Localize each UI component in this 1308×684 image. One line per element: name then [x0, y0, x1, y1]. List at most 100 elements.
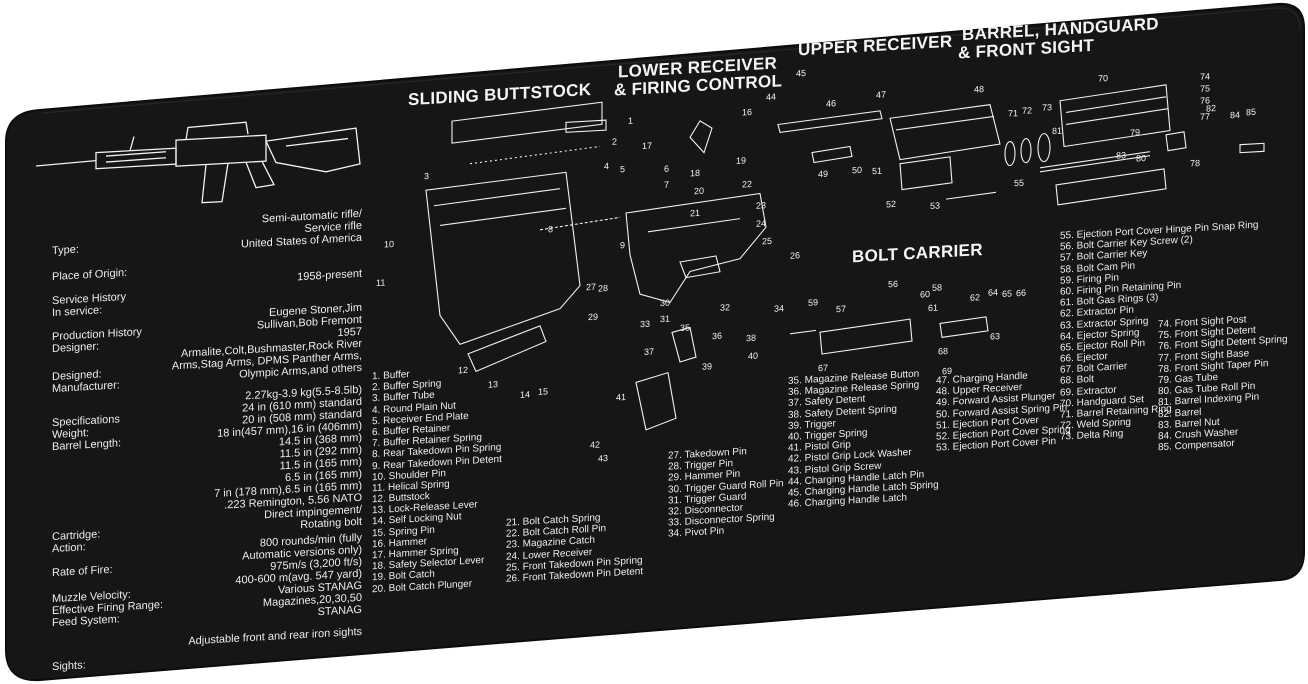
callout-27: 27 [586, 281, 597, 293]
callout-64: 64 [988, 287, 999, 298]
ejection-port-cover-part [900, 157, 952, 190]
callout-17: 17 [642, 140, 653, 152]
callout-6: 6 [664, 163, 670, 174]
callout-58: 58 [932, 282, 943, 293]
pistol-grip-part [636, 372, 676, 430]
callout-34: 34 [774, 303, 785, 314]
callout-33: 33 [640, 318, 651, 330]
callout-11: 11 [376, 277, 386, 288]
callout-49: 49 [818, 168, 829, 180]
callout-46: 46 [826, 98, 837, 109]
lower-receiver-part [626, 193, 766, 305]
handguard-part [1060, 85, 1170, 147]
callout-10: 10 [384, 238, 395, 250]
callout-2: 2 [612, 136, 618, 147]
callout-25: 25 [762, 235, 773, 247]
callout-69: 69 [942, 365, 953, 377]
callout-71: 71 [1008, 108, 1019, 119]
callout-31: 31 [660, 313, 671, 325]
callout-26: 26 [790, 250, 801, 261]
callout-43: 43 [598, 453, 609, 464]
upper-receiver-part [890, 104, 1000, 160]
callout-73: 73 [1042, 102, 1053, 113]
handguard-lower-part [1056, 169, 1166, 205]
callout-79: 79 [1130, 127, 1141, 138]
callout-12: 12 [458, 364, 469, 376]
callout-13: 13 [488, 379, 499, 390]
callout-24: 24 [756, 218, 767, 229]
callout-60: 60 [920, 289, 931, 300]
callout-51: 51 [872, 165, 883, 177]
callout-45: 45 [796, 67, 807, 79]
callout-7: 7 [664, 179, 670, 190]
callout-55: 55 [1014, 177, 1025, 189]
callout-68: 68 [938, 345, 949, 357]
callout-38: 38 [746, 332, 757, 344]
callout-21: 21 [690, 207, 701, 219]
callout-28: 28 [598, 283, 609, 294]
callout-77: 77 [1200, 111, 1211, 122]
barrel-part [1040, 152, 1150, 168]
bolt-carrier-part [820, 319, 912, 354]
callout-52: 52 [886, 198, 897, 210]
firing-pin-part [790, 330, 816, 333]
callout-47: 47 [876, 89, 887, 101]
callout-15: 15 [538, 386, 549, 397]
callout-62: 62 [970, 292, 981, 303]
callout-14: 14 [520, 389, 531, 400]
callout-16: 16 [742, 106, 753, 118]
callout-44: 44 [766, 91, 777, 103]
callout-63: 63 [990, 331, 1001, 342]
callout-74: 74 [1200, 71, 1211, 82]
callout-85: 85 [1246, 106, 1257, 118]
callout-48: 48 [974, 83, 985, 95]
callout-30: 30 [660, 297, 671, 309]
buffer-tube-part [452, 102, 602, 143]
callout-70: 70 [1098, 73, 1109, 84]
callout-82: 82 [1206, 103, 1217, 114]
callout-67: 67 [818, 362, 829, 374]
callout-81: 81 [1052, 125, 1063, 137]
callout-35: 35 [680, 322, 691, 333]
trigger-part [672, 327, 696, 362]
callout-78: 78 [1190, 157, 1201, 169]
front-sight-part [1166, 132, 1186, 151]
hammer-part [690, 120, 712, 153]
callout-80: 80 [1136, 152, 1147, 164]
bolt-part [940, 317, 988, 338]
callout-29: 29 [588, 311, 599, 323]
compensator-part [1240, 143, 1264, 152]
callout-1: 1 [628, 115, 634, 126]
callout-36: 36 [712, 330, 723, 342]
callout-59: 59 [808, 297, 819, 308]
callout-3: 3 [424, 171, 430, 182]
buttstock-part [426, 172, 580, 347]
callout-84: 84 [1230, 109, 1241, 121]
charging-handle-part [778, 111, 882, 133]
callout-40: 40 [748, 350, 759, 362]
callout-5: 5 [620, 164, 626, 175]
rifle-silhouette-icon [36, 98, 366, 226]
callout-4: 4 [604, 160, 610, 172]
callout-23: 23 [756, 200, 767, 211]
callout-39: 39 [702, 361, 713, 372]
callout-56: 56 [888, 278, 899, 290]
callout-50: 50 [852, 164, 863, 176]
buffer-part [566, 120, 606, 132]
callout-8: 8 [548, 224, 554, 235]
callout-18: 18 [690, 167, 701, 179]
callout-20: 20 [694, 185, 705, 197]
callout-41: 41 [616, 392, 627, 403]
callout-72: 72 [1022, 105, 1033, 116]
callout-9: 9 [620, 240, 626, 251]
callout-61: 61 [928, 302, 939, 314]
callout-42: 42 [590, 439, 601, 451]
callout-57: 57 [836, 303, 847, 315]
callout-53: 53 [930, 200, 941, 212]
forward-assist-part [812, 146, 852, 162]
callout-22: 22 [742, 178, 753, 190]
